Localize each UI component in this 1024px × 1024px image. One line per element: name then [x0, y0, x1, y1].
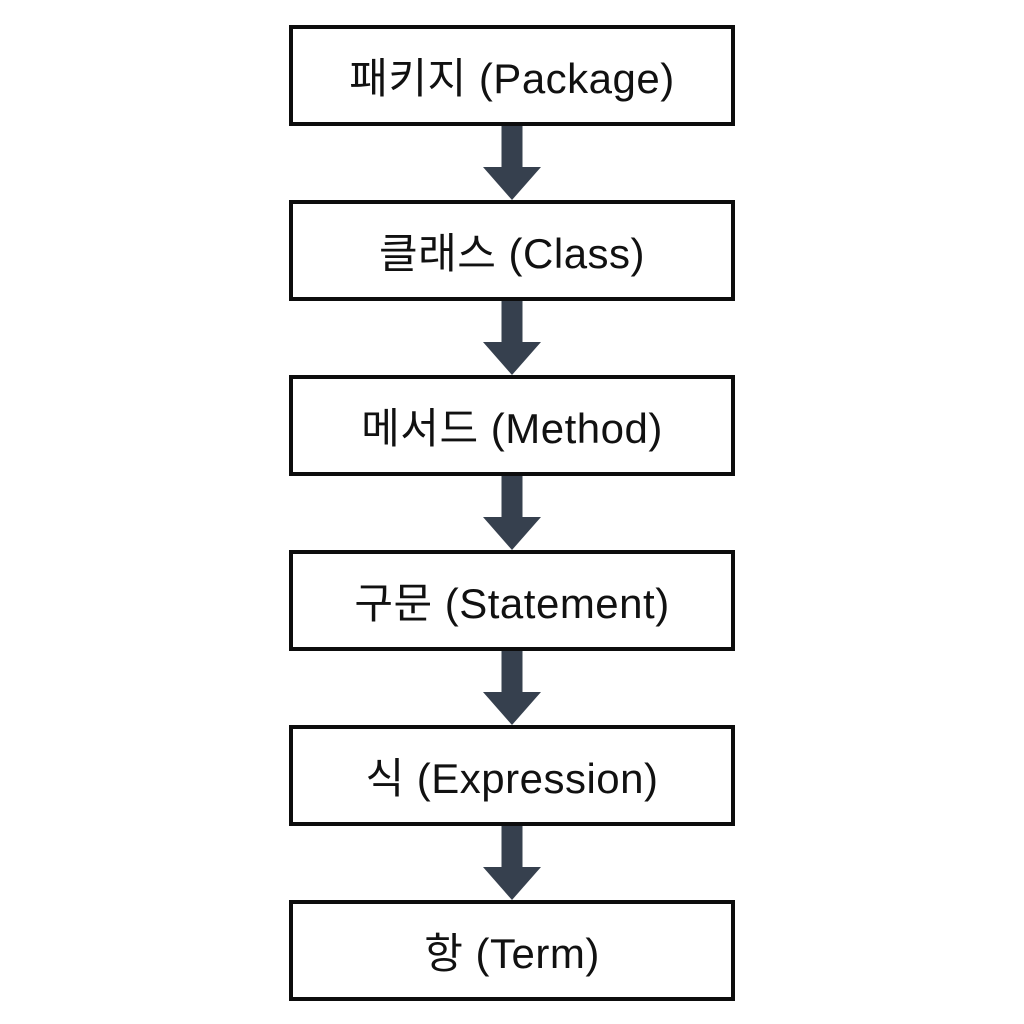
- arrow-down-icon: [289, 651, 735, 725]
- flow-node-expression: 식 (Expression): [289, 725, 735, 826]
- arrow-shaft: [501, 126, 523, 167]
- arrow-head: [483, 342, 541, 375]
- arrow-head: [483, 167, 541, 200]
- flow-node-label: 클래스 (Class): [378, 230, 646, 277]
- flow-node-term: 항 (Term): [289, 900, 735, 1001]
- flow-node-label: 패키지 (Package): [349, 55, 675, 102]
- arrow-down-icon: [289, 126, 735, 200]
- flow-node-label: 메서드 (Method): [361, 405, 663, 452]
- flowchart: 패키지 (Package) 클래스 (Class) 메서드 (Method) 구…: [289, 25, 735, 1001]
- flow-node-label: 구문 (Statement): [354, 580, 670, 627]
- arrow-head: [483, 692, 541, 725]
- arrow-down-icon: [289, 301, 735, 375]
- flow-node-label: 식 (Expression): [365, 755, 659, 802]
- flow-node-method: 메서드 (Method): [289, 375, 735, 476]
- arrow-shaft: [501, 651, 523, 692]
- flow-node-label: 항 (Term): [424, 930, 600, 977]
- arrow-down-icon: [289, 476, 735, 550]
- flow-node-class: 클래스 (Class): [289, 200, 735, 301]
- arrow-shaft: [501, 301, 523, 342]
- arrow-shaft: [501, 476, 523, 517]
- arrow-down-icon: [289, 826, 735, 900]
- flow-node-package: 패키지 (Package): [289, 25, 735, 126]
- arrow-head: [483, 517, 541, 550]
- flow-node-statement: 구문 (Statement): [289, 550, 735, 651]
- arrow-shaft: [501, 826, 523, 867]
- arrow-head: [483, 867, 541, 900]
